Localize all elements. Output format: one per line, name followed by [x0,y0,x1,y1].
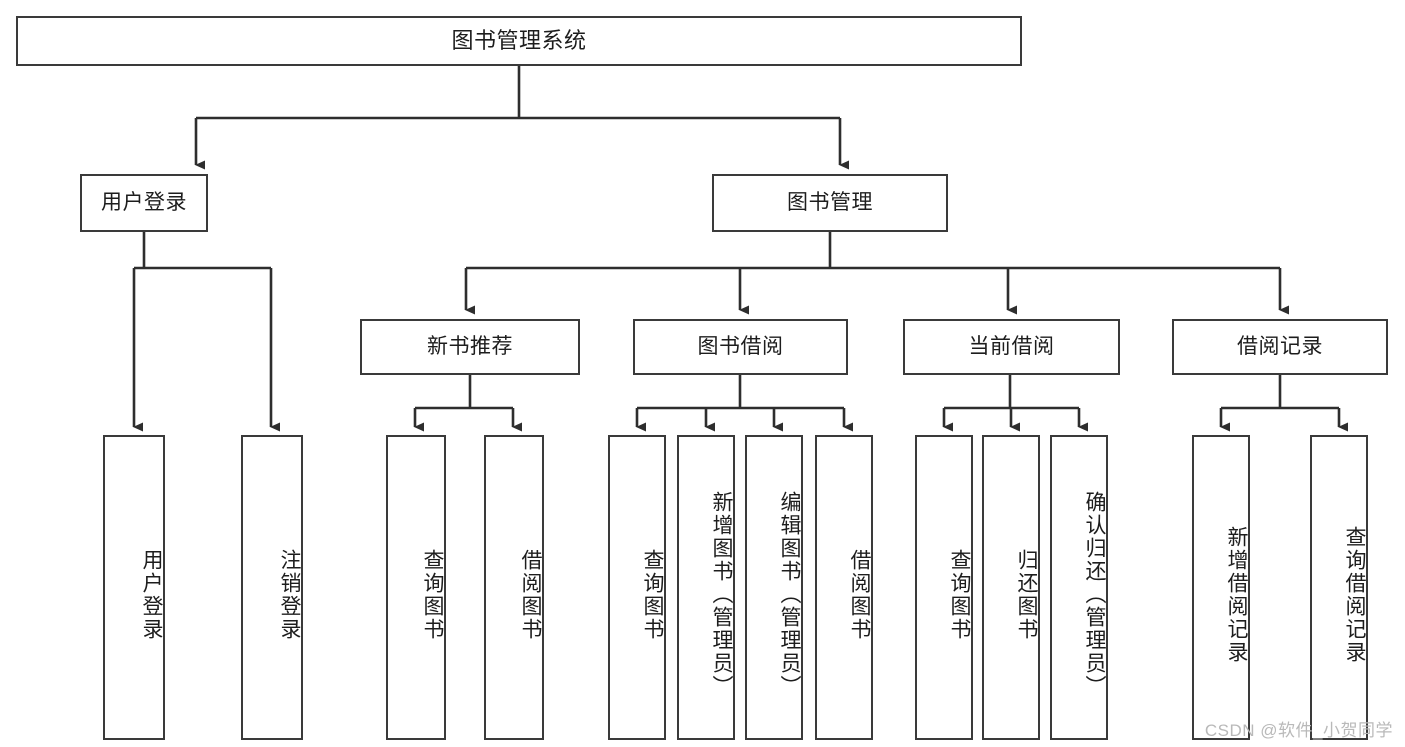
leaf-book-borrow-query[interactable]: 查询图书 [608,435,666,740]
node-current-borrow[interactable]: 当前借阅 [903,319,1120,375]
leaf-book-borrow-borrow[interactable]: 借阅图书 [815,435,873,740]
leaf-current-borrow-query[interactable]: 查询图书 [915,435,973,740]
leaf-book-borrow-edit[interactable]: 编辑图书（管理员） [745,435,803,740]
leaf-user-login-logout[interactable]: 注销登录 [241,435,303,740]
node-book-management[interactable]: 图书管理 [712,174,948,232]
node-root[interactable]: 图书管理系统 [16,16,1022,66]
leaf-new-book-query[interactable]: 查询图书 [386,435,446,740]
leaf-new-book-borrow[interactable]: 借阅图书 [484,435,544,740]
node-user-login[interactable]: 用户登录 [80,174,208,232]
csdn-watermark: CSDN @软件_小贺同学 [1204,721,1393,740]
node-book-borrow[interactable]: 图书借阅 [633,319,848,375]
leaf-borrow-record-add[interactable]: 新增借阅记录 [1192,435,1250,740]
node-borrow-record[interactable]: 借阅记录 [1172,319,1388,375]
leaf-current-borrow-confirm[interactable]: 确认归还（管理员） [1050,435,1108,740]
leaf-borrow-record-query[interactable]: 查询借阅记录 [1310,435,1368,740]
leaf-book-borrow-add[interactable]: 新增图书（管理员） [677,435,735,740]
leaf-user-login-login[interactable]: 用户登录 [103,435,165,740]
node-new-book-recommend[interactable]: 新书推荐 [360,319,580,375]
leaf-current-borrow-return[interactable]: 归还图书 [982,435,1040,740]
